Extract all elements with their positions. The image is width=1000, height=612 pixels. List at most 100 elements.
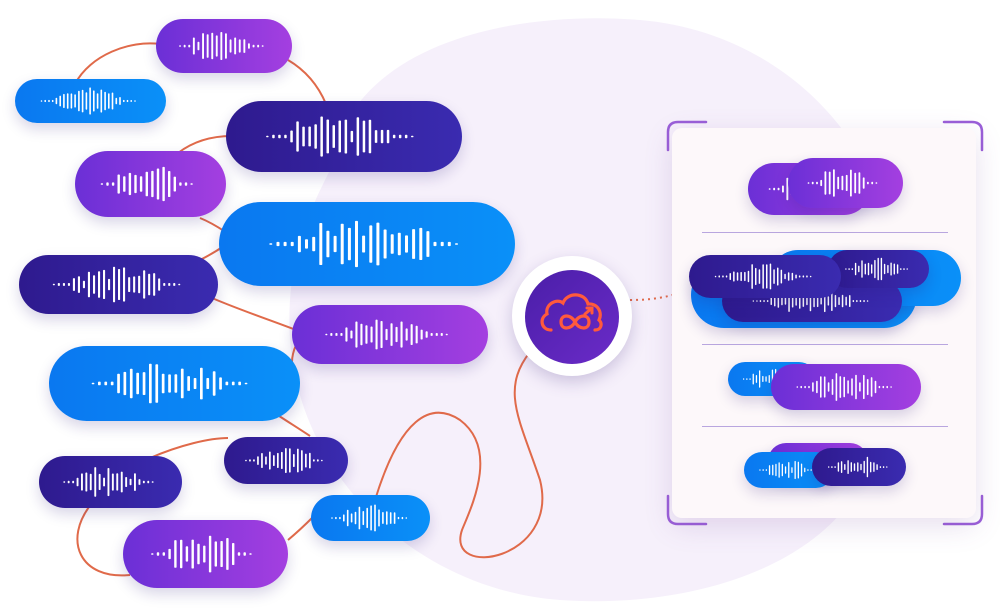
waveform-bar [762,469,764,471]
audio-clip-src-1[interactable] [156,19,292,73]
waveform-bar [873,462,875,472]
waveform-bar [362,120,366,153]
waveform-bar [184,182,188,186]
waveform-bar [178,283,181,286]
waveform-bar [800,463,803,477]
waveform-bar [768,465,771,475]
waveform-bar [405,235,408,253]
waveform-bar [834,294,837,308]
waveform-bar [412,229,416,259]
waveform-bar [831,379,834,395]
waveform-bar [752,373,754,385]
waveform-bar [187,376,190,391]
output-clip-g2-d[interactable] [828,250,929,288]
output-clip-g3-b[interactable] [771,364,921,410]
waveform-bar [234,37,237,55]
output-clip-g2-e[interactable] [689,255,841,298]
audio-clip-src-6[interactable] [19,255,218,314]
waveform-bar [215,35,218,57]
waveform-bar [834,466,836,468]
waveform-bar [89,473,92,491]
waveform-bar [740,271,742,282]
waveform-bar [98,381,101,386]
waveform-bar [368,119,372,154]
audio-clip-src-9[interactable] [224,437,348,484]
waveform-bar [847,460,849,474]
waveform-bar [752,300,755,302]
waveform-bar [876,464,878,470]
audio-clip-src-2[interactable] [15,79,166,123]
waveform-bar [762,264,764,289]
panel-divider-2 [702,344,948,345]
waveform-bar [714,275,717,278]
waveform-bar [380,129,384,144]
waveform-bar [390,323,393,346]
waveform-bar [854,172,857,194]
waveform-bar [859,382,861,392]
waveform-bar [91,382,95,385]
audio-clip-src-5[interactable] [219,202,515,286]
waveform-bar [151,170,154,198]
waveform-bar [128,277,131,292]
waveform-bar [725,275,728,278]
waveform-bar [297,448,299,473]
waveform-bar [55,97,58,105]
waveform-bar [736,272,739,281]
waveform-bar [93,275,96,294]
audio-clip-src-8[interactable] [49,346,300,421]
audio-clip-src-7[interactable] [292,305,488,364]
waveform-bar [188,44,191,48]
waveform-bar [72,480,75,484]
waveform-bar [847,380,849,394]
audio-clip-src-12[interactable] [123,520,288,588]
hub-node[interactable] [525,270,619,364]
waveform-bar [82,280,85,289]
waveform-bar [168,171,171,197]
waveform-bar [828,466,830,468]
waveform-bar [843,376,845,398]
waveform-bar [321,459,323,462]
waveform-bar [108,93,110,109]
waveform-bar [142,372,146,395]
audio-clip-src-3[interactable] [226,101,462,172]
waveform-bar [85,92,88,110]
audio-waveform-icon [325,319,448,350]
output-clip-g4-c[interactable] [812,448,906,486]
waveform-bar [290,130,293,143]
waveform-bar [226,538,229,570]
audio-clip-src-4[interactable] [75,151,226,217]
waveform-bar [395,326,398,343]
output-clip-g1-b[interactable] [788,158,903,208]
waveform-bar [98,271,101,298]
waveform-bar [864,263,866,275]
waveform-bar [355,321,358,348]
waveform-bar [827,296,830,306]
waveform-bar [192,37,195,55]
waveform-bar [81,89,84,113]
audio-clip-src-11[interactable] [311,495,430,541]
waveform-bar [856,300,858,303]
waveform-bar [149,363,152,404]
waveform-bar [193,378,197,389]
waveform-bar [877,257,879,281]
waveform-bar [389,512,392,524]
waveform-bar [782,185,784,193]
waveform-bar [854,262,857,276]
waveform-bar [297,235,301,253]
waveform-bar [326,119,329,154]
waveform-bar [180,368,184,399]
waveform-bar [838,297,840,305]
waveform-bar [126,99,129,103]
audio-clip-src-10[interactable] [39,456,182,508]
waveform-bar [796,386,799,388]
waveform-bar [335,516,337,520]
waveform-bar [151,553,154,555]
waveform-bar [827,382,830,392]
waveform-bar [797,461,799,479]
waveform-bar [191,539,194,569]
waveform-bar [861,260,863,278]
waveform-bar [110,381,114,386]
waveform-bar [784,297,787,305]
waveform-bar [833,169,835,197]
waveform-bar [786,177,789,201]
